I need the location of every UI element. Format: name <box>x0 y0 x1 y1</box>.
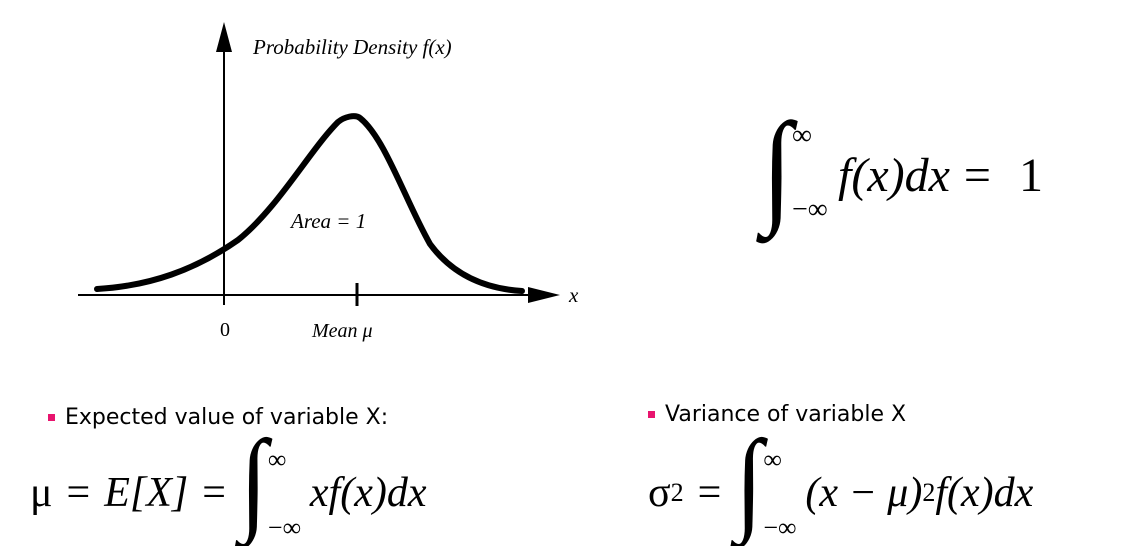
deviation-power: 2 <box>922 477 936 507</box>
integral-sign: ∫ ∞ −∞ <box>240 422 310 543</box>
density-curve <box>94 113 525 294</box>
area-label: Area = 1 <box>289 209 366 233</box>
equals-sign: = <box>963 148 991 202</box>
x-axis-label: x <box>568 283 579 307</box>
lower-limit: −∞ <box>267 512 302 542</box>
equals-sign: = <box>202 469 226 516</box>
expected-value-text: Expected value of variable X: <box>65 405 389 430</box>
upper-limit: ∞ <box>792 120 812 151</box>
equals-sign: = <box>697 469 722 516</box>
bullet-icon <box>48 414 55 421</box>
lower-limit: −∞ <box>763 512 797 542</box>
sigma-symbol: σ <box>648 469 671 516</box>
integral-sign: ∫ ∞ −∞ <box>762 104 838 231</box>
normalization-formula: ∫ ∞ −∞ f(x)dx = 1 <box>762 104 1043 231</box>
expectation: E[X] <box>104 469 189 516</box>
variance-heading: Variance of variable X <box>648 402 906 427</box>
integral-glyph: ∫ <box>762 96 793 238</box>
expected-value-formula: μ = E[X] = ∫ ∞ −∞ xf(x)dx <box>30 422 427 545</box>
x-axis-arrowhead <box>528 287 560 303</box>
y-axis-arrowhead <box>216 22 232 52</box>
integral-sign: ∫ ∞ −∞ <box>735 422 805 543</box>
zero-label: 0 <box>220 319 230 341</box>
expected-value-heading: Expected value of variable X: <box>48 405 388 430</box>
y-axis-label: Probability Density f(x) <box>252 35 452 59</box>
equals-sign: = <box>66 469 91 516</box>
lower-limit: −∞ <box>792 194 828 225</box>
integrand: f(x)dx <box>838 148 950 202</box>
integrand: xf(x)dx <box>309 469 427 516</box>
rhs-value: 1 <box>1019 148 1043 202</box>
mu-symbol: μ <box>30 469 53 516</box>
upper-limit: ∞ <box>267 444 287 474</box>
variance-text: Variance of variable X <box>665 402 907 427</box>
sigma-power: 2 <box>670 477 684 507</box>
integral-glyph: ∫ <box>239 416 268 544</box>
integrand-density: f(x)dx <box>935 469 1034 516</box>
integrand-deviation: (x − μ) <box>805 469 923 516</box>
upper-limit: ∞ <box>763 444 782 474</box>
integral-glyph: ∫ <box>735 416 763 544</box>
bullet-icon <box>648 411 655 418</box>
mean-label: Mean μ <box>311 320 373 342</box>
